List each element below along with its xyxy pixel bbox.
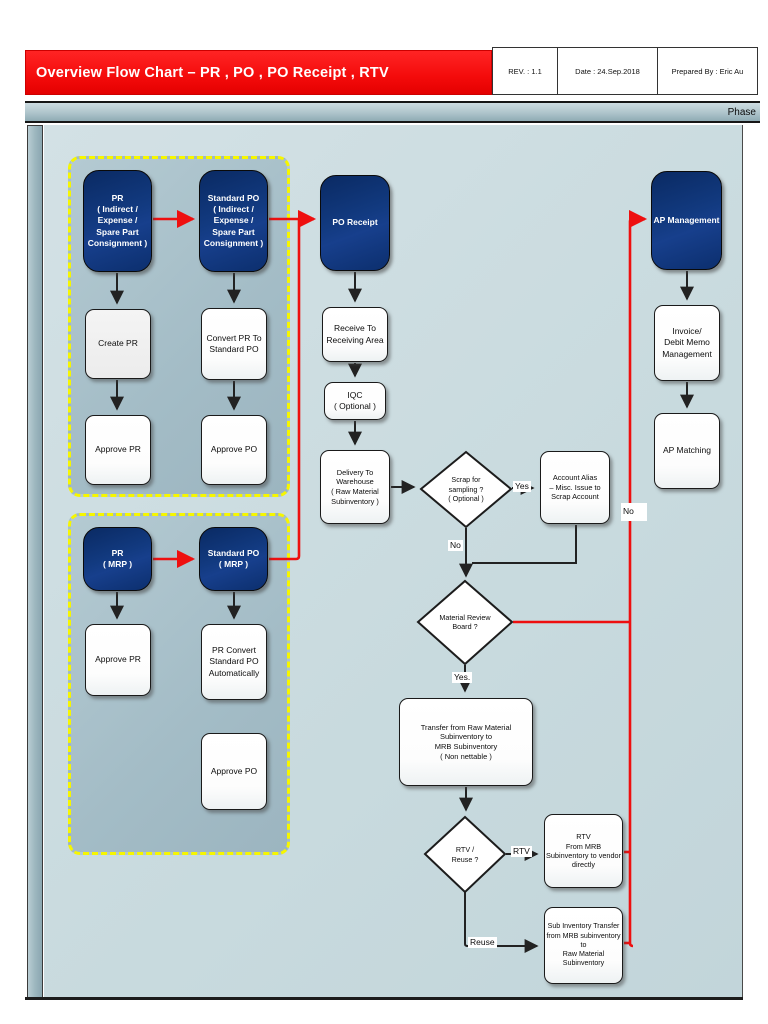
revision-cell: REV. : 1.1 <box>492 47 558 95</box>
node-pr-mrp: PR ( MRP ) <box>83 527 152 591</box>
node-rtv-vendor-label: RTV From MRB Subinventory to vendor dire… <box>545 832 622 870</box>
node-delivery-to-warehouse: Delivery To Warehouse ( Raw Material Sub… <box>320 450 390 524</box>
node-approve-pr-indirect: Approve PR <box>85 415 151 485</box>
node-approve-pr2-label: Approve PR <box>95 654 141 665</box>
node-create-pr-label: Create PR <box>98 338 138 349</box>
node-ap-management: AP Management <box>651 171 722 270</box>
date-text: Date : 24.Sep.2018 <box>575 66 640 76</box>
edge-label-scrap-no: No <box>448 540 463 552</box>
node-convert-pr-label: Convert PR To Standard PO <box>206 332 262 354</box>
node-transfer-to-mrb-subinventory: Transfer from Raw Material Subinventory … <box>399 698 533 786</box>
node-iqc-optional: IQC ( Optional ) <box>324 382 386 420</box>
node-iqc-label: IQC ( Optional ) <box>333 389 377 411</box>
node-rtv-to-vendor: RTV From MRB Subinventory to vendor dire… <box>544 814 623 888</box>
node-approve-po1-label: Approve PO <box>210 444 258 455</box>
prepared-by-text: Prepared By : Eric Au <box>671 66 744 76</box>
date-cell: Date : 24.Sep.2018 <box>557 47 658 95</box>
node-po-mrp-label: Standard PO ( MRP ) <box>207 547 260 569</box>
edge-label-reuse: Reuse <box>468 937 497 949</box>
page-title: Overview Flow Chart – PR , PO , PO Recei… <box>36 64 389 81</box>
page-bottom-rule <box>25 997 743 1000</box>
node-po-receipt-label: PO Receipt <box>332 217 378 228</box>
node-pr-mrp-label: PR ( MRP ) <box>102 547 133 569</box>
mrb-decision-label: Material Review Board ? <box>439 612 491 631</box>
edge-label-scrap-yes: Yes <box>513 481 531 493</box>
node-approve-pr1-label: Approve PR <box>95 444 141 455</box>
node-invoice-debit-memo: Invoice/ Debit Memo Management <box>654 305 720 381</box>
node-standard-po-mrp: Standard PO ( MRP ) <box>199 527 268 591</box>
node-approve-po-indirect: Approve PO <box>201 415 267 485</box>
node-pr-indirect: PR ( Indirect / Expense / Spare Part Con… <box>83 170 152 272</box>
node-account-alias-scrap: Account Alias – Misc. Issue to Scrap Acc… <box>540 451 610 524</box>
node-approve-pr-mrp: Approve PR <box>85 624 151 696</box>
node-invoice-label: Invoice/ Debit Memo Management <box>662 326 712 359</box>
scrap-decision-label: Scrap for sampling ? ( Optional ) <box>448 475 484 504</box>
node-account-alias-label: Account Alias – Misc. Issue to Scrap Acc… <box>549 473 601 502</box>
node-ap-matching-label: AP Matching <box>662 445 712 456</box>
edge-label-mrb-no: No <box>621 503 647 521</box>
node-delivery-label: Delivery To Warehouse ( Raw Material Sub… <box>331 467 379 506</box>
edge-label-rtv: RTV <box>511 846 532 858</box>
node-pr-indirect-label: PR ( Indirect / Expense / Spare Part Con… <box>87 193 148 248</box>
node-approve-po2-label: Approve PO <box>210 765 258 776</box>
node-po-receipt: PO Receipt <box>320 175 390 271</box>
node-convert-pr-to-standard-po: Convert PR To Standard PO <box>201 308 267 380</box>
node-standard-po-indirect-label: Standard PO ( Indirect / Expense / Spare… <box>203 193 264 248</box>
node-subinventory-transfer-back: Sub Inventory Transfer from MRB subinven… <box>544 907 623 984</box>
node-ap-matching: AP Matching <box>654 413 720 489</box>
node-receive-to-receiving-area: Receive To Receiving Area <box>322 307 388 362</box>
flowchart-title-bar: Overview Flow Chart – PR , PO , PO Recei… <box>25 50 492 95</box>
prepared-by-cell: Prepared By : Eric Au <box>657 47 758 95</box>
node-approve-po-mrp: Approve PO <box>201 733 267 810</box>
phase-row-band <box>27 125 43 998</box>
node-ap-mgmt-label: AP Management <box>653 214 720 225</box>
node-receive-label: Receive To Receiving Area <box>326 323 384 345</box>
edge-label-mrb-yes: Yes. <box>452 672 473 684</box>
node-pr-convert-auto-label: PR Convert Standard PO Automatically <box>208 645 260 678</box>
node-pr-convert-automatically: PR Convert Standard PO Automatically <box>201 624 267 700</box>
rtv-decision-label: RTV / Reuse ? <box>451 845 479 864</box>
phase-label: Phase <box>727 106 756 118</box>
revision-text: REV. : 1.1 <box>508 66 542 76</box>
node-subinv-label: Sub Inventory Transfer from MRB subinven… <box>546 922 621 968</box>
node-create-pr: Create PR <box>85 309 151 379</box>
node-standard-po-indirect: Standard PO ( Indirect / Expense / Spare… <box>199 170 268 272</box>
node-transfer-label: Transfer from Raw Material Subinventory … <box>420 722 512 761</box>
phase-header-bar: Phase <box>25 101 760 123</box>
